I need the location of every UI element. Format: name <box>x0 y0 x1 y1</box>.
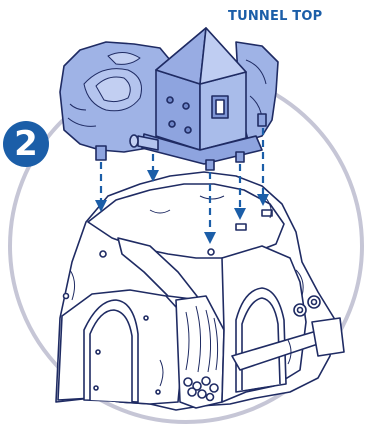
part-label: TUNNEL TOP <box>228 9 323 24</box>
step-number-badge: 2 <box>3 121 49 167</box>
dashed-down-arrow-icon <box>234 164 246 220</box>
tunnel-base <box>55 171 345 411</box>
tunnel-top-part <box>59 27 279 171</box>
dashed-down-arrow-icon <box>147 154 159 182</box>
dashed-down-arrow-icon <box>257 128 269 206</box>
dashed-down-arrow-icon <box>204 172 216 244</box>
alignment-arrows <box>95 128 269 244</box>
dashed-down-arrow-icon <box>95 162 107 212</box>
